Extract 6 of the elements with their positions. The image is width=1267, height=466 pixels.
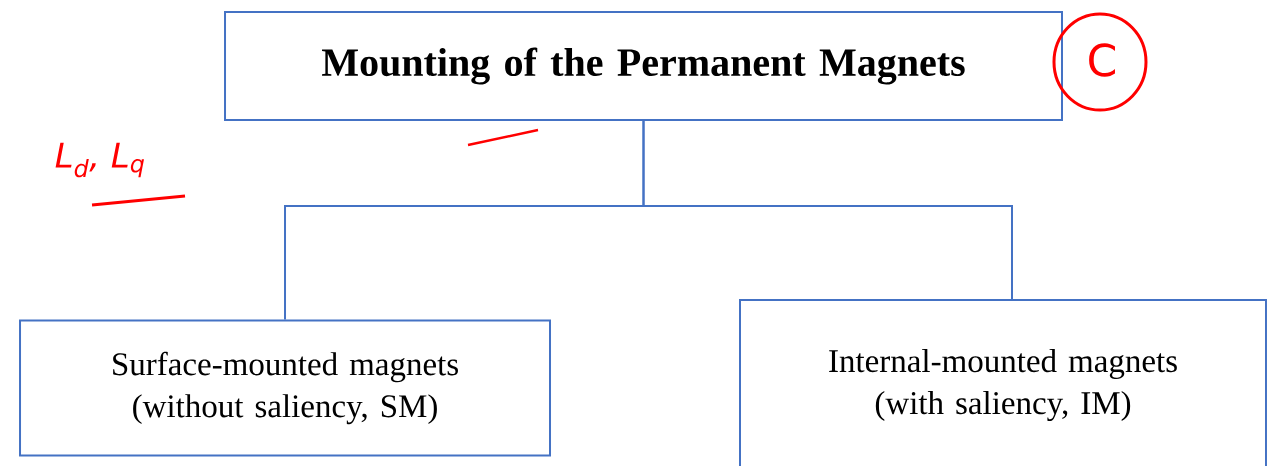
category-box: Internal-mounted magnets (with saliency, IM): [739, 299, 1267, 466]
title-box: Mounting of the Permanent Magnets: [224, 11, 1063, 121]
category-box: Surface-mounted magnets (without saliency, SM): [19, 319, 551, 457]
circled-letter: C: [1052, 12, 1148, 112]
handwritten-note: L$_{d}$, L$_{q}$: [55, 142, 144, 178]
connector-line: [642, 120, 1013, 300]
